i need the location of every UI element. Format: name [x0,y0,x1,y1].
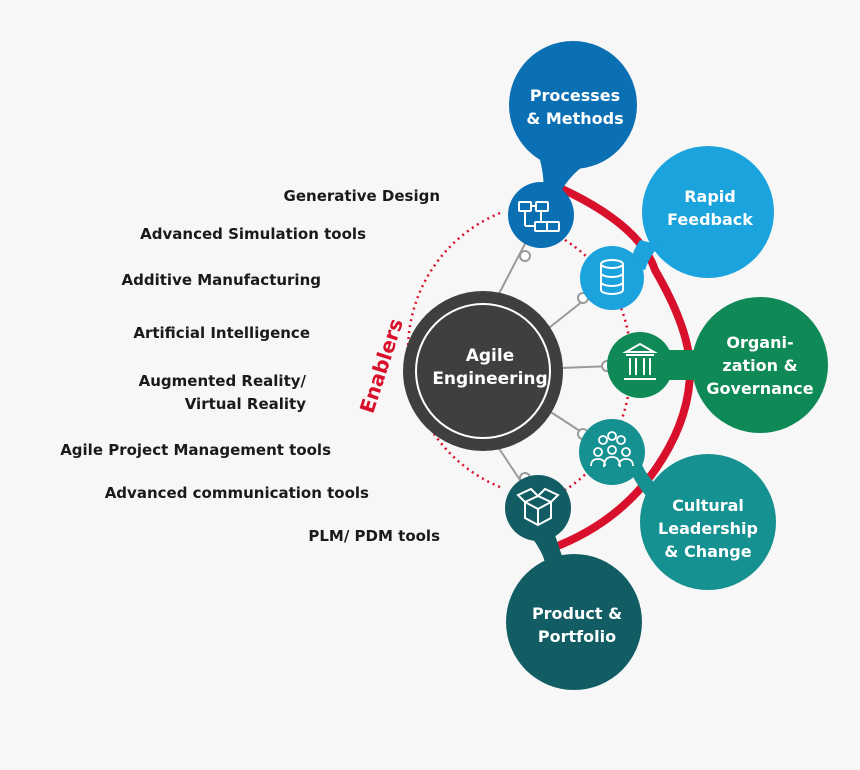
pillar-processes-line1: Processes [530,86,620,105]
pillar-organization-line2: zation & [722,356,797,375]
tool-agile-project-management: Agile Project Management tools [60,441,331,459]
pillar-processes: Processes & Methods [508,41,637,248]
pillar-organization-line1: Organi- [726,333,793,352]
team-icon [590,431,634,468]
pillar-rapid-line1: Rapid [684,187,736,206]
tool-advanced-simulation: Advanced Simulation tools [140,225,366,243]
tool-advanced-communication: Advanced communication tools [105,484,369,502]
pillar-cultural-line2: Leadership [658,519,758,538]
pillar-processes-line2: & Methods [526,109,623,128]
institution-icon [622,342,658,380]
center-label-line2: Engineering [432,369,547,389]
tool-artificial-intelligence: Artificial Intelligence [133,324,310,342]
pillar-organization-line3: Governance [706,379,813,398]
box-icon [516,487,560,527]
center-circle [403,291,563,451]
pillar-cultural-line3: & Change [664,542,751,561]
enablers-label: Enablers [355,316,408,417]
pillar-product-line2: Portfolio [538,627,616,646]
tool-additive-manufacturing: Additive Manufacturing [122,271,321,289]
tool-plm-pdm: PLM/ PDM tools [308,527,440,545]
enabler-tools-list: Generative Design Advanced Simulation to… [60,187,440,545]
workflow-icon [518,201,560,232]
tool-augmented-reality: Augmented Reality/ [139,372,307,390]
pillar-organization: Organi- zation & Governance [607,297,828,433]
pillar-cultural-line1: Cultural [672,496,744,515]
pillar-rapid-line2: Feedback [667,210,753,229]
tool-virtual-reality: Virtual Reality [185,395,307,413]
database-icon [600,259,624,295]
pillar-rapid-feedback: Rapid Feedback [580,146,774,310]
center-ring [415,303,551,439]
pillar-product: Product & Portfolio [505,475,642,690]
pillar-product-line1: Product & [532,604,622,623]
pillar-cultural: Cultural Leadership & Change [579,419,776,590]
center-label-line1: Agile [466,346,515,366]
tool-generative-design: Generative Design [284,187,440,205]
